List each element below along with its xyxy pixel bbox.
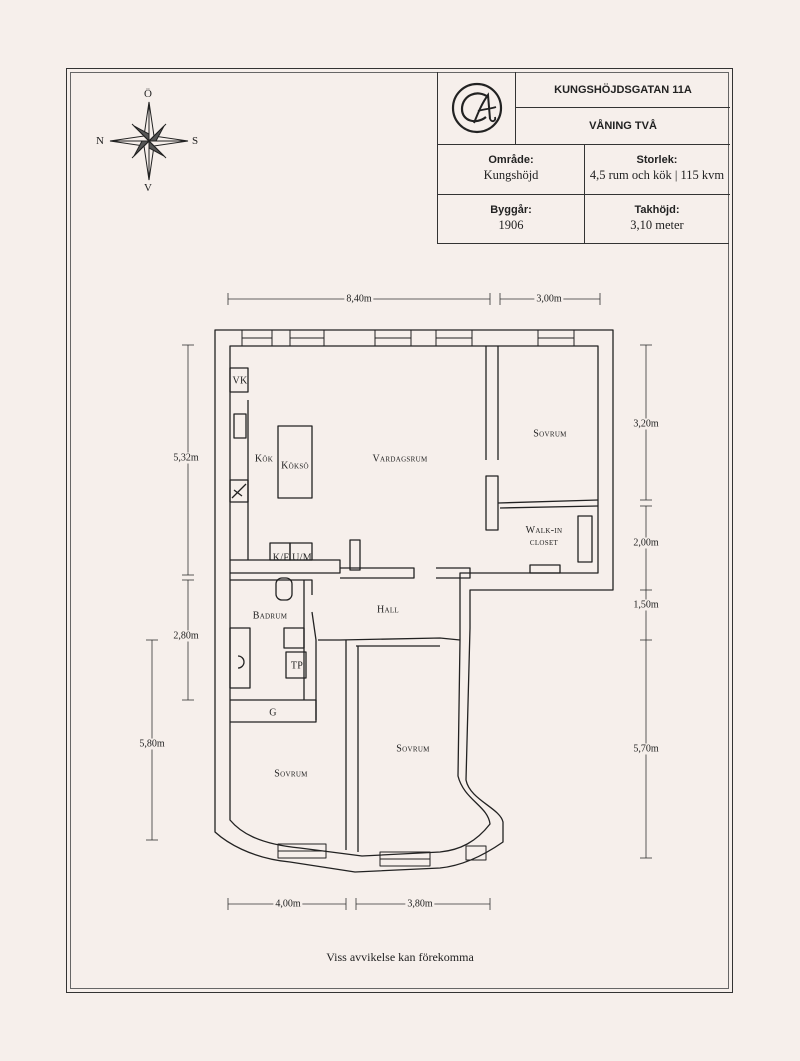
wall: [436, 567, 471, 579]
shelf: [529, 564, 561, 574]
room-walkin: Walk-in closet: [525, 525, 563, 548]
basin: [237, 655, 245, 669]
wall: [340, 567, 415, 579]
compass-west-label: N: [96, 135, 104, 147]
wall: [499, 505, 599, 509]
compass-rose-icon: [109, 101, 189, 181]
kitchen-island: [277, 425, 313, 499]
room-wardrobe: G: [269, 707, 277, 719]
room-hall: Hall: [376, 604, 400, 616]
compass-north-label: Ö: [144, 88, 152, 100]
info-table: KUNGSHÖJDSGATAN 11A VÅNING TVÅ Område: K…: [437, 72, 730, 244]
room-bedroom-right: Sovrum: [533, 428, 567, 440]
room-dishwasher: U/M: [292, 552, 312, 564]
room-living: Vardagsrum: [372, 453, 428, 465]
room-fridge-freezer: K/F: [272, 552, 290, 564]
outer-wall-inner: [229, 345, 599, 857]
detail-label: Område:: [488, 154, 534, 166]
logo: [438, 72, 516, 144]
wall: [497, 499, 599, 504]
dimension-label: 5,80m: [137, 738, 167, 750]
detail-value: Kungshöjd: [483, 168, 539, 182]
shelf: [577, 515, 593, 563]
dimension-label: 2,80m: [171, 630, 201, 642]
divider: [584, 144, 585, 244]
floor-title: VÅNING TVÅ: [589, 120, 657, 132]
room-kitchen: Kök: [254, 453, 274, 465]
wall: [485, 346, 499, 460]
room-wine-cooler: VK: [232, 375, 248, 387]
inner-frame: [70, 72, 729, 989]
shelf: [283, 627, 305, 649]
dimension-label: 3,00m: [534, 293, 564, 305]
detail-area: Område: Kungshöjd: [438, 144, 584, 194]
wall: [230, 699, 317, 723]
detail-value: 3,10 meter: [630, 218, 684, 232]
wine-cooler-unit: [229, 367, 249, 393]
detail-value: 1906: [498, 218, 524, 232]
dimension-label: 3,20m: [631, 418, 661, 430]
dishwasher-unit: [289, 542, 313, 561]
stove: [229, 479, 249, 503]
room-bathroom: Badrum: [252, 610, 288, 622]
outer-frame: [66, 68, 733, 993]
detail-value: 4,5 rum och kök | 115 kvm: [589, 168, 725, 182]
dryer-unit: [285, 651, 307, 679]
wall: [318, 637, 461, 641]
dimension-label: 5,70m: [631, 743, 661, 755]
room-dryer: TP: [290, 660, 304, 672]
dimension-label: 4,00m: [273, 898, 303, 910]
disclaimer: Viss avvikelse kan förekomma: [326, 950, 474, 964]
wall: [349, 539, 361, 571]
compass-rose: Ö N S V: [96, 88, 202, 194]
dimension-label: 5,32m: [171, 452, 201, 464]
sink: [233, 413, 247, 439]
detail-size: Storlek: 4,5 rum och kök | 115 kvm: [584, 144, 730, 194]
dimension-label: 8,40m: [344, 293, 374, 305]
dimension-label: 3,80m: [405, 898, 435, 910]
address-title: KUNGSHÖJDSGATAN 11A: [516, 72, 730, 108]
wall: [345, 640, 359, 852]
room-bedroom-bottom-left: Sovrum: [274, 768, 308, 780]
toilet: [275, 577, 293, 601]
detail-ceiling: Takhöjd: 3,10 meter: [584, 194, 730, 244]
detail-built: Byggår: 1906: [438, 194, 584, 244]
wall: [485, 475, 499, 531]
wall: [230, 579, 317, 720]
room-kitchen-island: Köksö: [281, 460, 309, 472]
detail-label: Byggår:: [490, 204, 532, 216]
dimension-label: 1,50m: [631, 599, 661, 611]
detail-label: Storlek:: [636, 154, 678, 166]
compass-east-label: S: [192, 135, 199, 147]
outer-wall: [214, 329, 614, 873]
bath-counter: [229, 627, 251, 689]
stove-symbol: [231, 483, 247, 499]
compass-south-label: V: [144, 182, 152, 194]
dimension-label: 2,00m: [631, 537, 661, 549]
room-bedroom-bottom-right: Sovrum: [396, 743, 430, 755]
detail-label: Takhöjd:: [634, 204, 680, 216]
monogram-logo-icon: [451, 82, 502, 134]
